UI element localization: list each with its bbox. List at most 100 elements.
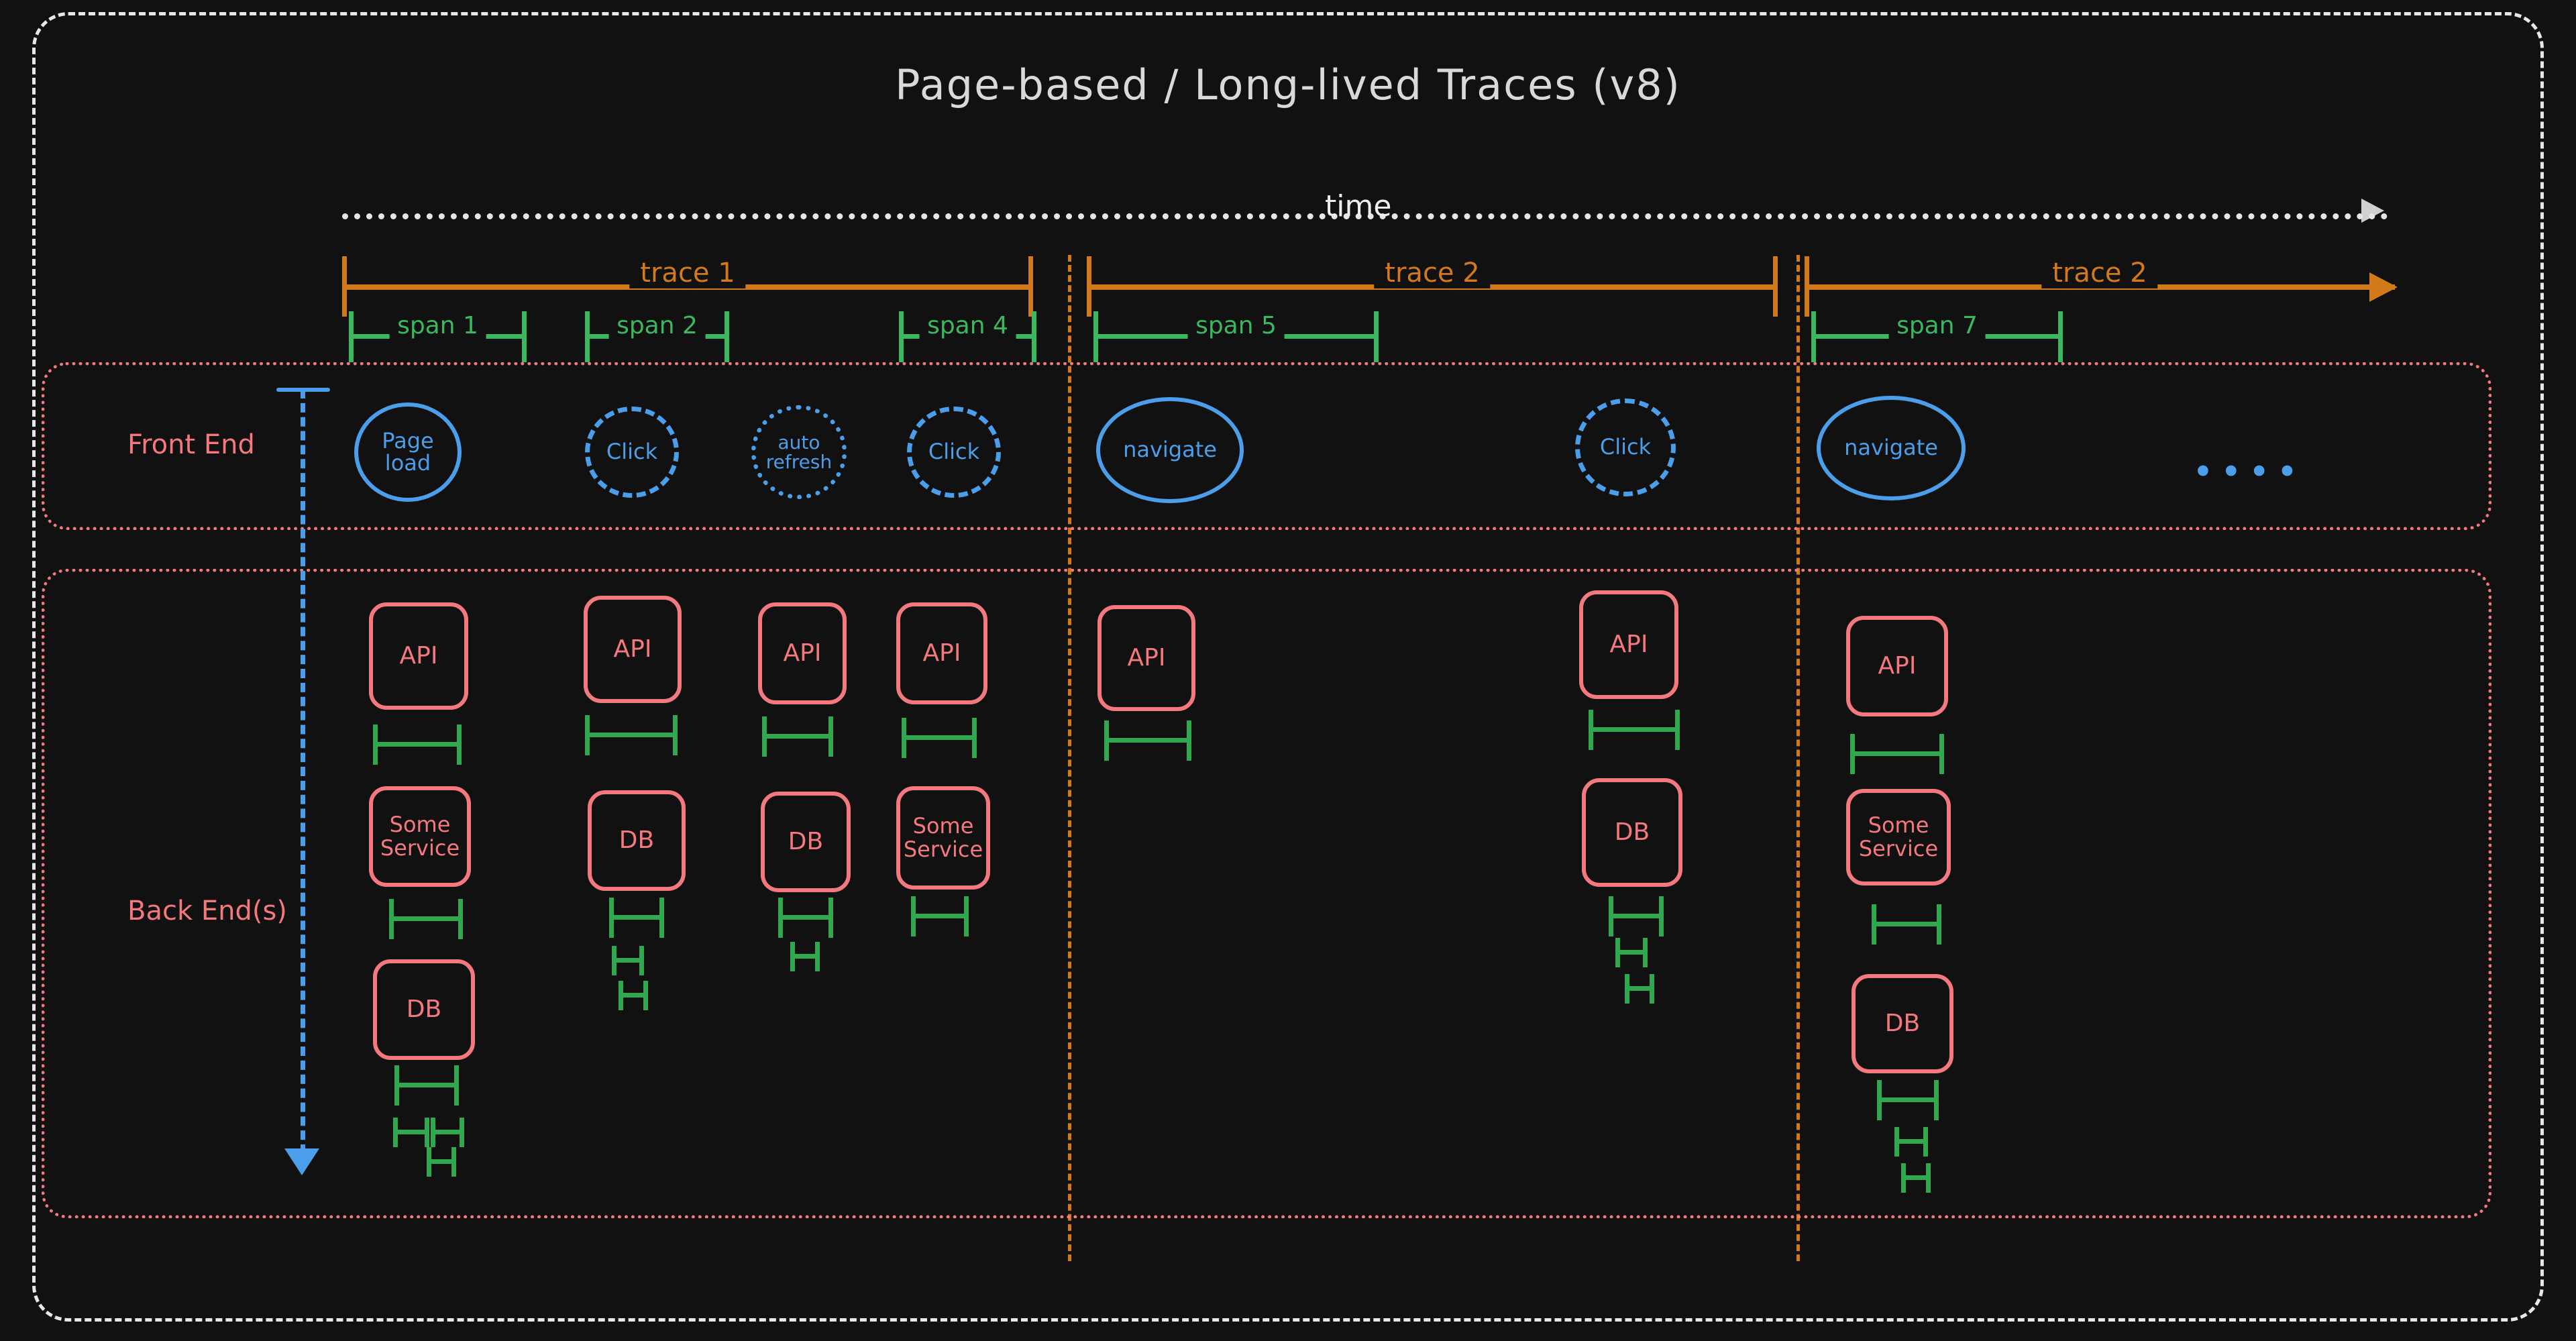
page-title: Page-based / Long-lived Traces (v8)	[895, 60, 1681, 109]
backend-span-bar	[1872, 904, 1941, 945]
frontend-lane-label: Front End	[127, 429, 255, 460]
backend-node-db[interactable]: DB	[588, 790, 686, 891]
backend-node-db[interactable]: DB	[761, 792, 851, 892]
span-start-cap	[1093, 311, 1098, 362]
backend-node-some-service[interactable]: Some Service	[369, 786, 471, 887]
frontend-node-click[interactable]: Click	[585, 407, 679, 498]
backend-span-bar	[393, 1118, 429, 1147]
frontend-ellipsis: ••••	[2192, 451, 2305, 493]
span-label: span 4	[919, 312, 1016, 339]
backend-node-api[interactable]: API	[1579, 590, 1678, 699]
backend-node-some-service[interactable]: Some Service	[1846, 789, 1951, 886]
backend-node-some-service[interactable]: Some Service	[896, 786, 990, 890]
backend-span-end-cap	[1939, 734, 1944, 774]
trace-start-cap	[1087, 256, 1091, 317]
trace-arrow-icon	[2369, 272, 2398, 302]
backend-node-db[interactable]: DB	[1582, 778, 1682, 887]
backend-span-start-cap	[427, 1147, 431, 1177]
backend-node-api[interactable]: API	[1097, 605, 1195, 711]
backend-node-db[interactable]: DB	[373, 959, 475, 1060]
backend-span-bar	[778, 898, 833, 938]
backend-span-bar	[902, 718, 977, 758]
backend-span-start-cap	[609, 898, 614, 938]
backend-node-api[interactable]: API	[584, 596, 682, 703]
backend-span-end-cap	[457, 725, 462, 765]
backend-span-end-cap	[1937, 904, 1941, 945]
backend-span-bar	[427, 1147, 456, 1177]
backend-span-bar	[612, 946, 644, 975]
backend-node-api[interactable]: API	[369, 602, 468, 710]
backend-span-end-cap	[815, 942, 820, 971]
backend-lane	[42, 569, 2491, 1218]
span-label: span 1	[389, 312, 486, 339]
span-end-cap	[1032, 311, 1036, 362]
backend-span-start-cap	[1894, 1127, 1899, 1157]
trace-start-cap	[342, 256, 347, 317]
frontend-node-navigate[interactable]: navigate	[1817, 396, 1966, 500]
backend-span-start-cap	[1901, 1163, 1906, 1193]
backend-span-bar	[1615, 938, 1648, 967]
backend-span-start-cap	[612, 946, 616, 975]
trace-label: trace 2	[1374, 258, 1491, 288]
frontend-node-page-load[interactable]: Page load	[354, 403, 462, 502]
backend-span-start-cap	[1625, 974, 1629, 1004]
backend-node-api[interactable]: API	[1846, 616, 1948, 716]
backend-span-bar	[389, 899, 463, 939]
span-marker: span 1	[349, 311, 527, 362]
frontend-node-click[interactable]: Click	[1575, 398, 1676, 496]
backend-span-start-cap	[778, 898, 783, 938]
backend-span-start-cap	[1615, 938, 1620, 967]
time-arrow-icon	[2361, 199, 2384, 223]
trace-divider	[1796, 255, 1800, 1261]
backend-span-end-cap	[828, 716, 833, 757]
backend-span-bar	[619, 981, 648, 1010]
trace-label: trace 1	[629, 258, 746, 288]
trace-bar: trace 2	[1087, 256, 1778, 317]
frontend-node-navigate[interactable]: navigate	[1096, 397, 1244, 503]
backend-span-start-cap	[762, 716, 767, 757]
backend-node-db[interactable]: DB	[1851, 974, 1953, 1073]
trace-bar: trace 1	[342, 256, 1033, 317]
backend-span-end-cap	[659, 898, 664, 938]
backend-span-end-cap	[454, 1065, 459, 1106]
backend-span-end-cap	[964, 896, 969, 936]
backend-node-api[interactable]: API	[758, 602, 847, 704]
span-marker: span 5	[1093, 311, 1379, 362]
frontend-lane	[42, 362, 2491, 530]
backend-span-bar	[1589, 710, 1680, 750]
backend-span-start-cap	[394, 1065, 399, 1106]
span-label: span 5	[1187, 312, 1285, 339]
backend-span-end-cap	[1650, 974, 1654, 1004]
frontend-node-click[interactable]: Click	[907, 407, 1001, 498]
backend-span-start-cap	[911, 896, 916, 936]
span-marker: span 7	[1811, 311, 2063, 362]
backend-span-bar	[609, 898, 664, 938]
backend-span-bar	[1850, 734, 1944, 774]
backend-span-start-cap	[1872, 904, 1876, 945]
backend-span-end-cap	[451, 1147, 456, 1177]
time-axis-label: time	[1325, 189, 1392, 223]
backend-node-api[interactable]: API	[896, 602, 987, 704]
backend-span-bar	[1625, 974, 1654, 1004]
backend-span-bar	[762, 716, 833, 757]
backend-span-end-cap	[458, 899, 463, 939]
backend-span-end-cap	[643, 981, 648, 1010]
span-end-cap	[724, 311, 729, 362]
backend-span-end-cap	[972, 718, 977, 758]
backend-span-bar	[431, 1118, 464, 1147]
trace-label: trace 2	[2041, 258, 2158, 288]
frontend-node-auto-refresh[interactable]: auto refresh	[751, 405, 847, 499]
span-end-cap	[522, 311, 527, 362]
backend-span-bar	[1609, 896, 1664, 936]
span-start-cap	[349, 311, 354, 362]
backend-span-bar	[1894, 1127, 1928, 1157]
depth-arrow-head-icon	[284, 1148, 319, 1175]
span-end-cap	[1374, 311, 1379, 362]
backend-span-start-cap	[393, 1118, 398, 1147]
backend-span-end-cap	[460, 1118, 464, 1147]
span-start-cap	[1811, 311, 1816, 362]
backend-span-start-cap	[619, 981, 623, 1010]
trace-start-cap	[1805, 256, 1809, 317]
backend-span-bar	[373, 725, 462, 765]
